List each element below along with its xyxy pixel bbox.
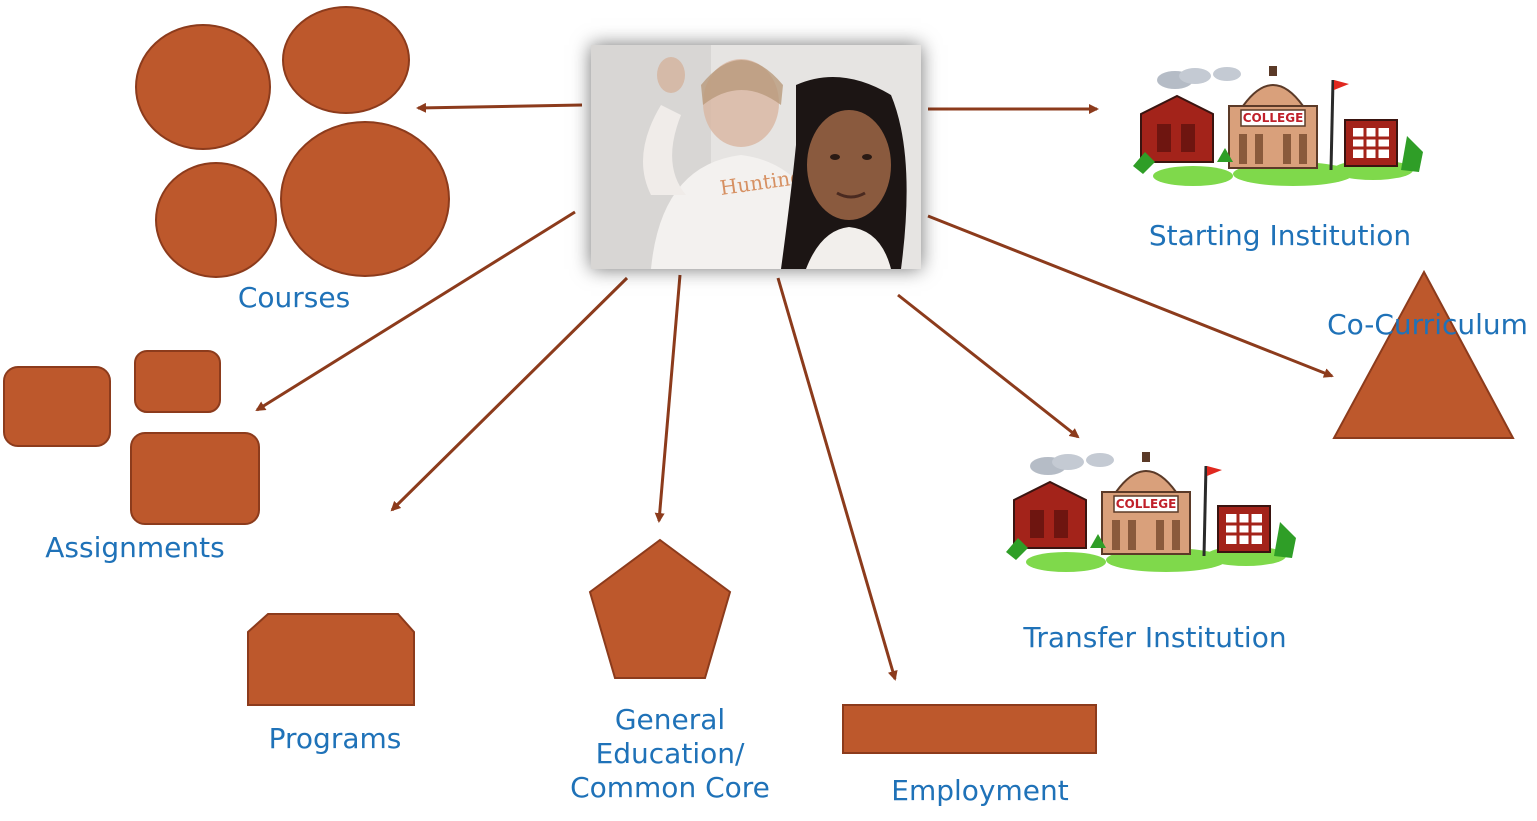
course-circle — [155, 162, 277, 278]
general-education-label: General Education/ Common Core — [560, 703, 780, 805]
employment-label: Employment — [891, 774, 1069, 807]
co-curriculum-label: Co-Curriculum — [1327, 308, 1528, 341]
employment-shape — [842, 704, 1097, 754]
arrow-to-programs — [390, 276, 629, 512]
general-education-label-line: General — [614, 703, 726, 736]
arrow-to-co-curriculum — [927, 214, 1334, 378]
connector-arrows — [255, 102, 1334, 681]
general-education-label-line: Education/ — [595, 737, 745, 770]
arrow-to-general-education — [654, 274, 682, 523]
course-circle — [135, 24, 271, 150]
assignments-label: Assignments — [45, 531, 225, 564]
arrow-to-assignments — [255, 210, 576, 412]
course-circle — [280, 121, 450, 277]
course-circle — [282, 6, 410, 114]
starting-institution-label: Starting Institution — [1148, 219, 1412, 252]
students-photo: Hunting — [591, 45, 921, 269]
programs-shape — [247, 613, 415, 706]
college-sign-text: COLLEGE — [1243, 111, 1304, 125]
co-curriculum-shape — [1332, 269, 1515, 439]
general-education-shape — [588, 538, 732, 679]
courses-shapes — [135, 6, 450, 278]
transfer-institution-label: Transfer Institution — [1023, 621, 1287, 654]
transfer-institution-college-clipart: COLLEGE — [1004, 450, 1298, 574]
assignment-box — [134, 350, 221, 413]
programs-label: Programs — [268, 722, 402, 755]
starting-institution-college-clipart: COLLEGE — [1131, 64, 1425, 188]
courses-label: Courses — [237, 281, 351, 314]
assignment-box — [3, 366, 111, 447]
arrow-to-employment — [776, 277, 898, 681]
assignment-box — [130, 432, 260, 525]
arrow-to-transfer-institution — [897, 293, 1080, 439]
assignments-shapes — [3, 350, 260, 525]
general-education-label-line: Common Core — [570, 771, 770, 804]
college-sign-text: COLLEGE — [1116, 497, 1177, 511]
arrow-to-courses — [416, 102, 583, 113]
